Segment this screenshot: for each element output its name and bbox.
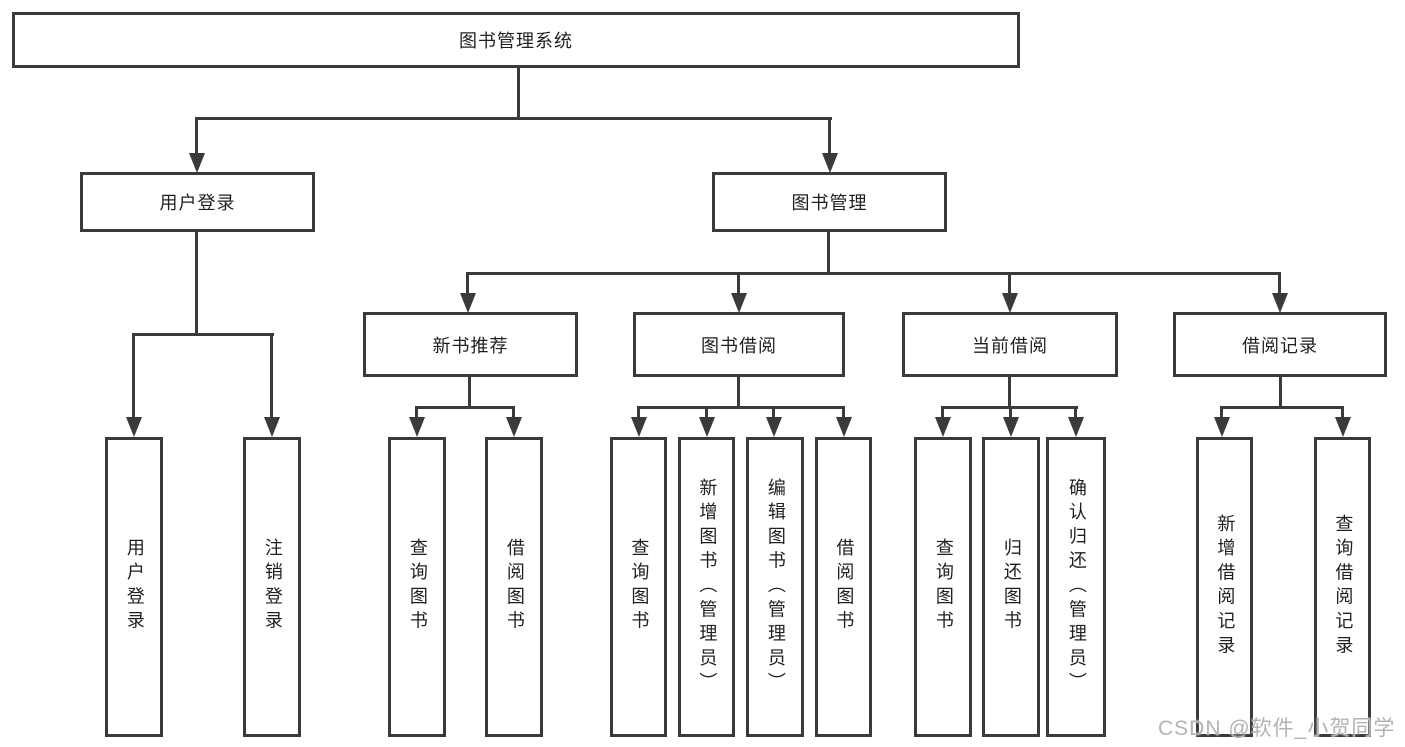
node-current-borrow: 当前借阅 [902,312,1118,377]
leaf-add-book-admin: 新增图书（管理员） [678,437,735,737]
connector-records-stem [1279,375,1282,409]
arrowhead-leaf [1335,417,1351,437]
arrowhead-leaf [766,417,782,437]
node-book-borrow: 图书借阅 [633,312,845,377]
arrowhead-book-mgmt [822,153,838,173]
connector-newbook-branch [415,406,515,409]
node-new-book-recommend: 新书推荐 [363,312,578,377]
arrowhead-leaf [1003,417,1019,437]
connector-user-login-branch [132,333,274,336]
leaf-logout: 注销登录 [243,437,301,737]
connector-leaf-drop [842,406,845,421]
arrowhead-leaf [631,417,647,437]
leaf-borrow-book-2: 借阅图书 [815,437,872,737]
arrowhead-leaf [1068,417,1084,437]
leaf-query-book-2: 查询图书 [610,437,667,737]
node-borrow-records: 借阅记录 [1173,312,1387,377]
arrowhead-user-login [189,153,205,173]
arrowhead-leaf [506,417,522,437]
arrowhead-leaf-login [126,417,142,437]
connector-leaf-drop [705,406,708,421]
connector-leaf-logout-drop [270,333,273,421]
leaf-query-borrow-record: 查询借阅记录 [1314,437,1371,737]
connector-leaf-drop [1074,406,1077,421]
connector-borrow-branch [637,406,845,409]
arrowhead-leaf [409,417,425,437]
connector-leaf-drop [1009,406,1012,421]
arrowhead-current [1002,293,1018,313]
connector-leaf-drop [772,406,775,421]
node-book-management: 图书管理 [712,172,947,232]
leaf-return-book: 归还图书 [982,437,1040,737]
leaf-borrow-book-1: 借阅图书 [485,437,543,737]
connector-current-drop [1008,272,1011,296]
connector-current-stem [1008,375,1011,409]
connector-leaf-drop [1220,406,1223,421]
connector-book-mgmt-stem [827,230,830,275]
connector-newbook-drop [466,272,469,296]
arrowhead-leaf [935,417,951,437]
arrowhead-borrow [731,293,747,313]
csdn-watermark: CSDN @软件_小贺同学 [1158,717,1396,740]
leaf-edit-book-admin: 编辑图书（管理员） [746,437,804,737]
connector-root-stem [517,66,520,120]
arrowhead-newbook [460,293,476,313]
arrowhead-leaf [1214,417,1230,437]
connector-borrow-stem [737,375,740,409]
connector-records-branch [1220,406,1344,409]
connector-borrow-drop [737,272,740,296]
connector-records-drop [1278,272,1281,296]
connector-book-mgmt-drop [828,117,831,157]
leaf-query-book-1: 查询图书 [388,437,446,737]
arrowhead-records [1272,293,1288,313]
node-user-login: 用户登录 [80,172,315,232]
leaf-user-login: 用户登录 [105,437,163,737]
leaf-query-book-3: 查询图书 [914,437,972,737]
arrowhead-leaf-logout [264,417,280,437]
connector-newbook-stem [468,375,471,409]
arrowhead-leaf [836,417,852,437]
arrowhead-leaf [699,417,715,437]
connector-leaf-drop [637,406,640,421]
connector-leaf-login-drop [132,333,135,421]
leaf-confirm-return-admin: 确认归还（管理员） [1046,437,1106,737]
connector-user-login-stem [195,230,198,336]
connector-user-login-drop [195,117,198,157]
connector-leaf-drop [415,406,418,421]
connector-leaf-drop [941,406,944,421]
connector-leaf-drop [1341,406,1344,421]
connector-leaf-drop [512,406,515,421]
leaf-add-borrow-record: 新增借阅记录 [1196,437,1253,737]
node-library-management-system: 图书管理系统 [12,12,1020,68]
connector-root-branch [196,117,832,120]
connector-book-mgmt-branch [466,272,1281,275]
